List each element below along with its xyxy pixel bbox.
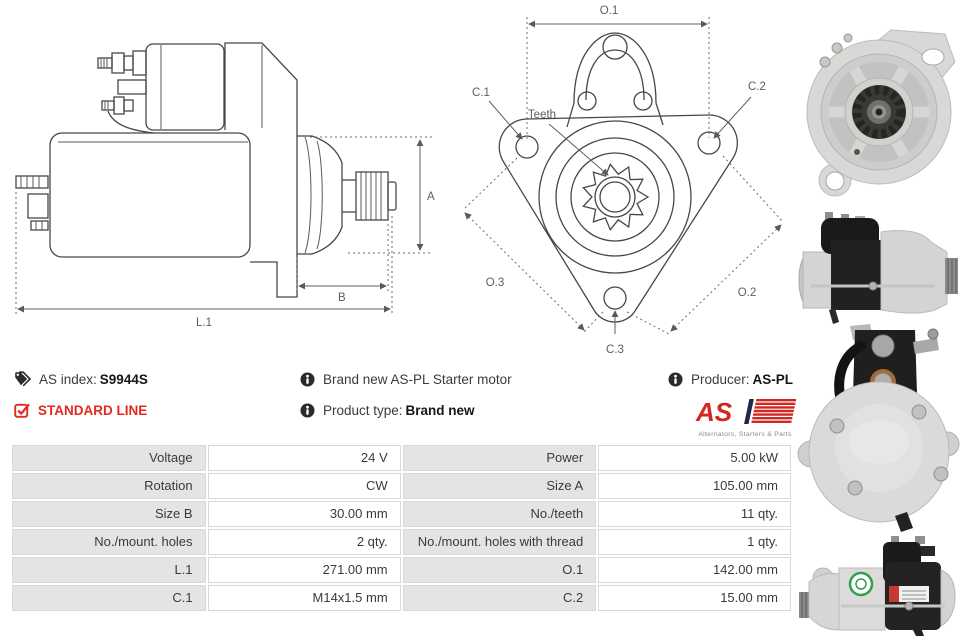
- product-type-value: Brand new: [405, 402, 475, 418]
- spec-label: C.2: [402, 585, 597, 611]
- brand-new-text: Brand new AS-PL Starter motor: [323, 371, 512, 387]
- table-row: Size B 30.00 mm No./teeth 11 qty.: [12, 501, 791, 527]
- technical-drawing-front-view: O.1 Teeth C.1 C.2 C.3: [462, 5, 784, 356]
- spec-label: No./mount. holes: [12, 529, 206, 555]
- spec-label: Power: [402, 445, 597, 471]
- info-column-producer: Producer:AS-PL AS: [668, 371, 797, 438]
- starter-motor-side-view-photo: [798, 212, 958, 324]
- info-icon: [300, 403, 315, 417]
- spec-value: M14x1.5 mm: [207, 585, 401, 611]
- as-index-value: S9944S: [99, 371, 148, 387]
- producer-value: AS-PL: [752, 371, 794, 387]
- dim-label-a: A: [427, 191, 435, 203]
- brand-new-line: Brand new AS-PL Starter motor: [300, 371, 512, 387]
- logo-text: AS: [695, 397, 733, 426]
- table-row: No./mount. holes 2 qty. No./mount. holes…: [12, 529, 791, 555]
- standard-line-badge: STANDARD LINE: [14, 402, 148, 418]
- spec-label: Size B: [12, 501, 206, 527]
- info-column-index: AS index:S9944S STANDARD LINE: [14, 370, 148, 433]
- spec-value: 1 qty.: [598, 529, 791, 555]
- spec-label: Size A: [402, 473, 597, 499]
- spec-label: O.1: [402, 557, 597, 583]
- as-pl-logo: AS Alternators, S: [694, 396, 797, 438]
- spec-label: C.1: [12, 585, 206, 611]
- table-row: Rotation CW Size A 105.00 mm: [12, 473, 791, 499]
- dim-label-o1: O.1: [600, 5, 619, 17]
- producer-line: Producer:AS-PL: [668, 371, 796, 387]
- dim-label-o2: O.2: [738, 287, 757, 299]
- product-photos: [795, 0, 963, 636]
- product-type-line: Product type:Brand new: [300, 402, 512, 418]
- table-row: L.1 271.00 mm O.1 142.00 mm: [12, 557, 791, 583]
- as-index-line: AS index:S9944S: [14, 370, 148, 387]
- checked-checkbox-icon: [14, 403, 30, 418]
- spec-value: 30.00 mm: [207, 501, 401, 527]
- spec-value: 15.00 mm: [598, 585, 791, 611]
- dim-label-b: B: [338, 292, 346, 304]
- tag-icon: [15, 370, 31, 386]
- as-pl-logo-mark: AS: [695, 397, 797, 427]
- spec-table: Voltage 24 V Power 5.00 kW Rotation CW S…: [10, 443, 793, 613]
- product-info-row: AS index:S9944S STANDARD LINE Brand new …: [0, 370, 797, 439]
- spec-label: No./teeth: [402, 501, 597, 527]
- info-icon: [300, 372, 315, 386]
- product-type-label: Product type:: [323, 402, 403, 418]
- info-column-product: Brand new AS-PL Starter motor Product ty…: [300, 371, 512, 433]
- info-icon: [668, 372, 683, 386]
- spec-value: 5.00 kW: [598, 445, 791, 471]
- logo-tagline: Alternators, Starters & Parts: [698, 431, 792, 438]
- table-row: C.1 M14x1.5 mm C.2 15.00 mm: [12, 585, 791, 611]
- spec-value: CW: [207, 473, 401, 499]
- spec-label: No./mount. holes with thread: [402, 529, 597, 555]
- spec-value: 24 V: [207, 445, 401, 471]
- dim-label-o3: O.3: [486, 277, 505, 289]
- dim-label-l1: L.1: [196, 317, 212, 329]
- spec-label: Voltage: [12, 445, 206, 471]
- technical-drawing-side-view: A B L.1: [15, 42, 435, 329]
- starter-motor-angle-view-photo: [799, 536, 956, 636]
- spec-value: 271.00 mm: [207, 557, 401, 583]
- as-index-label: AS index:: [39, 371, 97, 387]
- dim-label-c1: C.1: [472, 87, 490, 99]
- spec-value: 105.00 mm: [598, 473, 791, 499]
- spec-label: L.1: [12, 557, 206, 583]
- dim-label-c3: C.3: [606, 344, 624, 356]
- spec-value: 2 qty.: [207, 529, 401, 555]
- spec-value: 11 qty.: [598, 501, 791, 527]
- starter-motor-rear-solenoid-photo: [797, 324, 960, 532]
- producer-label: Producer:: [691, 371, 750, 387]
- spec-value: 142.00 mm: [598, 557, 791, 583]
- starter-motor-front-view-photo: [806, 29, 956, 197]
- spec-label: Rotation: [12, 473, 206, 499]
- dim-label-c2: C.2: [748, 81, 766, 93]
- table-row: Voltage 24 V Power 5.00 kW: [12, 445, 791, 471]
- standard-line-label: STANDARD LINE: [38, 402, 148, 418]
- teeth-label: Teeth: [528, 109, 556, 121]
